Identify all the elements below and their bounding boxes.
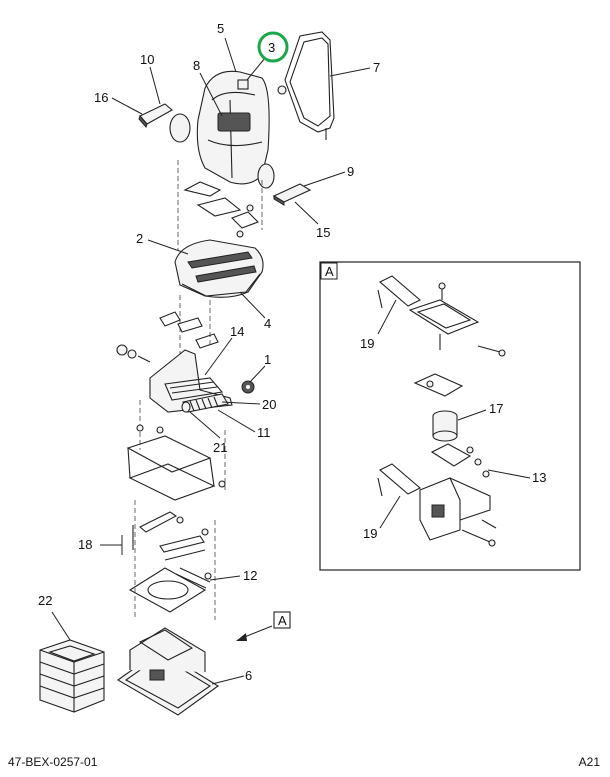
cushion-brackets bbox=[159, 311, 219, 349]
callout-2[interactable]: 2 bbox=[136, 231, 143, 246]
callout-17[interactable]: 17 bbox=[489, 401, 503, 416]
slide-rail-assembly bbox=[126, 424, 226, 501]
callout-22[interactable]: 22 bbox=[38, 593, 52, 608]
callout-1[interactable]: 1 bbox=[264, 352, 271, 367]
highlight-ring bbox=[257, 31, 289, 63]
callout-12[interactable]: 12 bbox=[243, 568, 257, 583]
callout-14[interactable]: 14 bbox=[230, 324, 244, 339]
callout-19-lower[interactable]: 19 bbox=[363, 526, 377, 541]
leader-lines bbox=[51, 37, 531, 685]
page-number: A21 bbox=[578, 755, 600, 769]
callout-10[interactable]: 10 bbox=[140, 52, 154, 67]
boot-cover-stack bbox=[39, 639, 105, 713]
inset-frame bbox=[319, 261, 581, 571]
seat-base bbox=[116, 627, 219, 716]
inset-upper-mount bbox=[377, 275, 506, 357]
inset-label: A bbox=[325, 264, 334, 279]
view-ref-label[interactable]: A bbox=[278, 613, 287, 628]
backrest-frame bbox=[277, 31, 335, 140]
armrest-left bbox=[138, 103, 173, 128]
lever-assembly bbox=[132, 511, 209, 561]
inset-pivot-bracket bbox=[413, 373, 464, 397]
callout-6[interactable]: 6 bbox=[245, 668, 252, 683]
callout-4[interactable]: 4 bbox=[264, 316, 271, 331]
inset-air-cylinder bbox=[430, 410, 490, 478]
inset-lower-mount bbox=[377, 463, 497, 547]
view-a-arrow bbox=[236, 611, 291, 641]
inset-label-box bbox=[320, 262, 338, 280]
callout-19-upper[interactable]: 19 bbox=[360, 336, 374, 351]
callout-11[interactable]: 11 bbox=[257, 425, 271, 440]
callout-21[interactable]: 21 bbox=[213, 440, 227, 455]
seat-cushion bbox=[174, 239, 264, 298]
callout-18[interactable]: 18 bbox=[78, 537, 92, 552]
base-plate bbox=[128, 567, 212, 613]
callout-13[interactable]: 13 bbox=[532, 470, 546, 485]
adjust-knob bbox=[241, 380, 255, 394]
callout-5[interactable]: 5 bbox=[217, 21, 224, 36]
back-brackets bbox=[183, 181, 259, 238]
callout-16[interactable]: 16 bbox=[94, 90, 108, 105]
callout-3[interactable]: 3 bbox=[268, 40, 275, 55]
drawing-number: 47-BEX-0257-01 bbox=[8, 755, 98, 769]
armrest-right bbox=[272, 183, 312, 206]
callout-9[interactable]: 9 bbox=[347, 164, 354, 179]
callout-8[interactable]: 8 bbox=[193, 58, 200, 73]
callout-15[interactable]: 15 bbox=[316, 225, 330, 240]
callout-7[interactable]: 7 bbox=[373, 60, 380, 75]
callout-20[interactable]: 20 bbox=[262, 397, 276, 412]
spring-bellows bbox=[181, 393, 229, 413]
seat-back bbox=[169, 70, 275, 189]
